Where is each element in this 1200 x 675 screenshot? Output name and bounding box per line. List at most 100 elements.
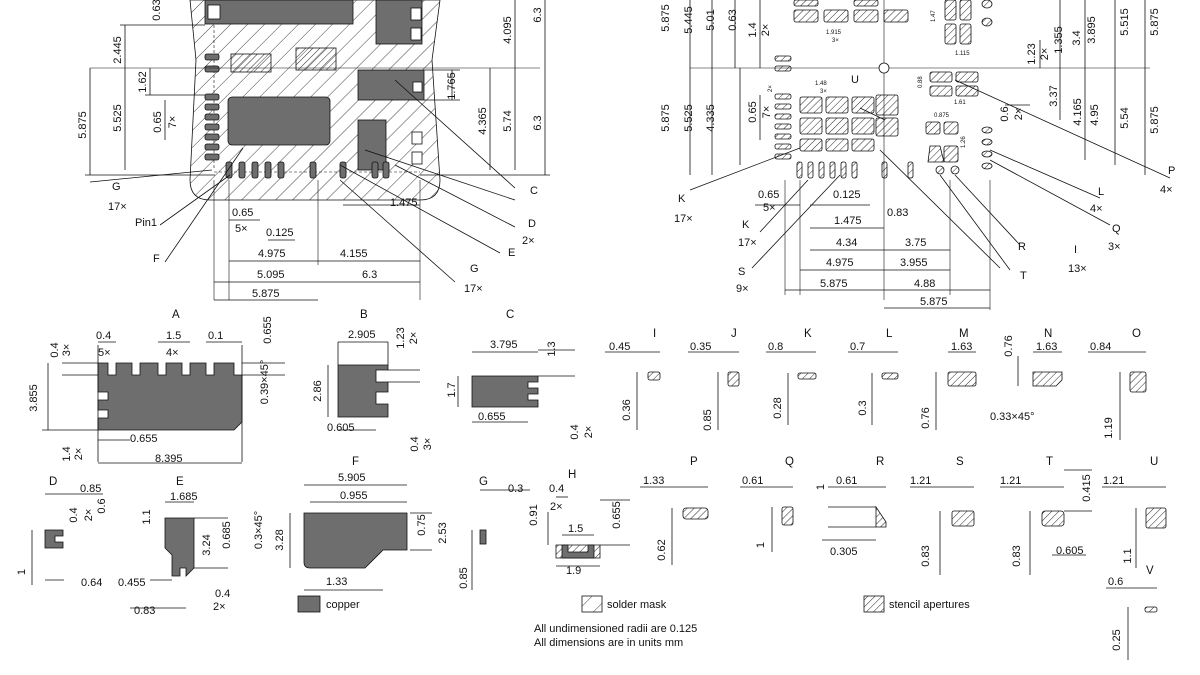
right-layout (689, 0, 1171, 310)
rdim-148: 1.48 (815, 81, 827, 87)
rdim-1115: 1.115 (955, 51, 970, 57)
callout-g2: G (470, 263, 479, 275)
rdim-0875: 0.875 (934, 113, 950, 119)
left-layout (85, 0, 540, 201)
detail-u (1102, 486, 1167, 568)
f-dim-6: 1.33 (326, 576, 347, 588)
detail-p (640, 486, 709, 565)
rcallout-k: K (678, 193, 686, 205)
t-dim-2: 0.83 (1011, 545, 1023, 566)
detail-k (766, 351, 817, 425)
dim-5525: 5.525 (112, 104, 124, 132)
dim-574: 5.74 (502, 110, 514, 131)
rcallout-s: S (738, 266, 745, 278)
r-dim-1: 1 (815, 484, 827, 490)
rdim-5515: 5.515 (1119, 8, 1131, 36)
detail-d-title: D (49, 476, 57, 488)
p-dim-0: 1.33 (643, 475, 664, 487)
dim-5875-horiz: 5.875 (252, 288, 280, 300)
rdim-4335: 4.335 (705, 104, 717, 132)
e-dim-6: 2× (213, 601, 226, 613)
legend-solder-mask-swatch (581, 595, 603, 613)
detail-i (605, 351, 661, 430)
rdim-34: 3.4 (1071, 30, 1083, 45)
rcallout-s-count: 9× (736, 283, 749, 295)
u-dim-1: 1.1 (1122, 548, 1134, 563)
e-dim-7: 0.83 (134, 605, 155, 617)
legend-stencil-swatch (863, 595, 885, 613)
detail-o (1088, 351, 1147, 440)
callout-g2-count: 17× (464, 283, 483, 295)
t-dim-0: 1.21 (1000, 475, 1021, 487)
detail-b (327, 341, 420, 431)
detail-v-title: V (1146, 565, 1154, 577)
callout-d-count: 2× (522, 235, 535, 247)
rdim-5445: 5.445 (683, 6, 695, 34)
e-dim-3: 0.685 (221, 521, 233, 549)
callout-g-count: 17× (108, 201, 127, 213)
note-units: All dimensions are in units mm (534, 637, 683, 649)
rdim-148-count: 3× (820, 89, 827, 95)
a-dim-8: 0.39×45° (259, 360, 271, 404)
dim-7x: 7× (167, 116, 179, 129)
s-dim-0: 1.21 (910, 475, 931, 487)
detail-s (910, 486, 975, 575)
rdim-434-b: 4.34 (836, 237, 857, 249)
rcallout-p: P (1168, 165, 1175, 177)
detail-u-title: U (1150, 456, 1158, 468)
dim-63-bottom: 6.3 (532, 115, 544, 130)
detail-n (1017, 351, 1063, 387)
stencil-aperture-top2 (295, 47, 337, 71)
rdim-147: 1.47 (931, 10, 937, 22)
dim-1765: 1.765 (446, 72, 458, 100)
rdim-7x: 7× (761, 106, 773, 119)
o-dim-0: 0.84 (1090, 341, 1111, 353)
rdim-065: 0.65 (747, 101, 759, 122)
b-dim-6: 3× (422, 438, 434, 451)
stencil-left-pins (774, 55, 792, 160)
k-dim-1: 0.28 (772, 397, 784, 418)
h-dim-5: 1.9 (566, 565, 581, 577)
rdim-063: 0.63 (727, 9, 739, 30)
rdim-337: 3.37 (1048, 85, 1060, 106)
c-dim-2: 1.7 (446, 382, 458, 397)
h-dim-4: 1.5 (568, 523, 583, 535)
a-dim-1: 3× (61, 344, 73, 357)
legend-solder-mask-label: solder mask (607, 599, 667, 611)
rcallout-l: L (1098, 186, 1104, 198)
rdim-14: 1.4 (747, 22, 759, 37)
detail-f (289, 484, 432, 591)
detail-h (547, 496, 630, 567)
n-dim-0: 0.76 (1003, 335, 1015, 356)
l-dim-1: 0.3 (857, 400, 869, 415)
detail-k-title: K (804, 328, 812, 340)
v-dim-1: 0.25 (1111, 629, 1123, 650)
rdim-1915: 1.915 (826, 30, 842, 36)
detail-c-title: C (506, 309, 514, 321)
rdim-123: 1.23 (1026, 43, 1038, 64)
rdim-5875-rt: 5.875 (1149, 8, 1161, 36)
dim-065: 0.65 (152, 111, 164, 132)
rdim-5875-b2: 5.875 (920, 296, 948, 308)
legend-stencil-label: stencil apertures (889, 599, 970, 611)
note-radii: All undimensioned radii are 0.125 (534, 623, 697, 635)
e-dim-1: 1.1 (141, 509, 153, 524)
k-dim-0: 0.8 (768, 341, 783, 353)
a-dim-0: 0.4 (49, 342, 61, 357)
a-dim-9: 3.855 (28, 384, 40, 412)
rcallout-k-count: 17× (674, 213, 693, 225)
rdim-088: 0.88 (918, 76, 924, 88)
rdim-488-b: 4.88 (914, 278, 935, 290)
detail-j-title: J (731, 328, 737, 340)
detail-g (471, 489, 530, 590)
rdim-161: 1.61 (954, 100, 966, 106)
u-dim-0: 1.21 (1103, 475, 1124, 487)
dim-4155-bottom: 4.155 (340, 248, 368, 260)
dim-4095: 4.095 (502, 16, 514, 44)
callout-f: F (153, 253, 160, 265)
dim-63-horiz: 6.3 (362, 269, 377, 281)
rdim-5875-mid: 5.875 (660, 104, 672, 132)
f-dim-3: 3.28 (274, 529, 286, 550)
rcallout-i: I (1074, 244, 1077, 256)
